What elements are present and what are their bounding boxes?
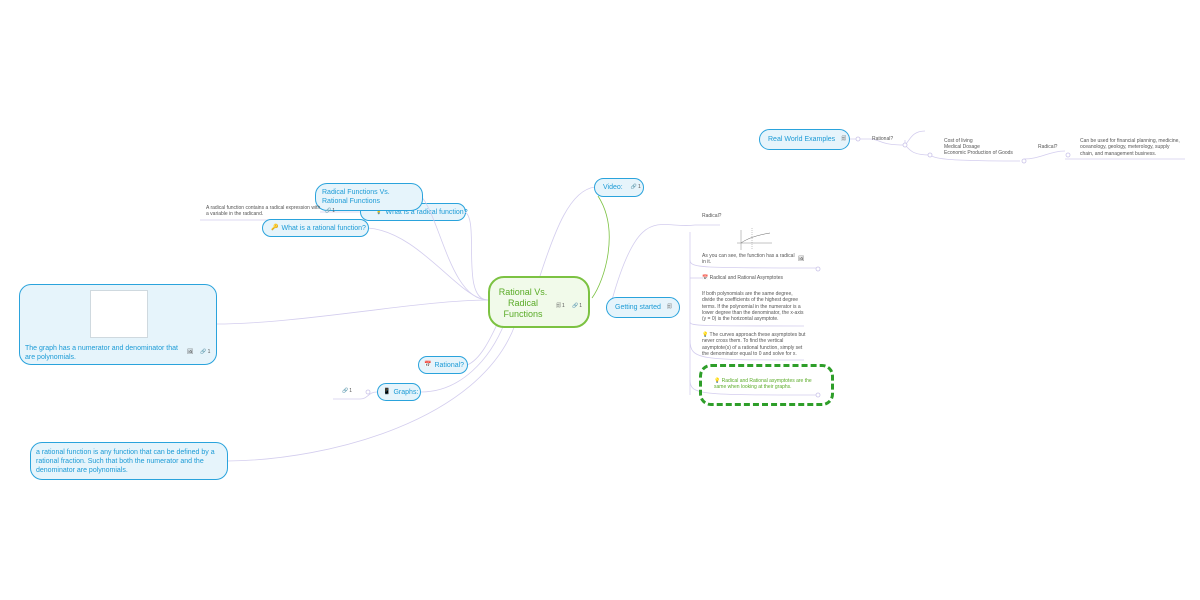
rational-definition-text: a rational function is any function that…: [36, 449, 215, 474]
lightbulb-icon: 💡: [702, 332, 709, 338]
notes-icon: 🗐: [841, 136, 847, 142]
rw-radical-label[interactable]: Radical?: [1038, 144, 1058, 150]
getting-started-label: Getting started: [615, 304, 661, 311]
central-topic[interactable]: Rational Vs. Radical Functions 🗐1 🔗1: [488, 276, 590, 328]
rational-question-label: Rational?: [434, 361, 465, 369]
rw-rational-item-2[interactable]: Medical Dosage: [944, 144, 980, 150]
link-icon: 🔗: [342, 388, 349, 394]
central-topic-title: Rational Vs. Radical Functions: [498, 287, 548, 319]
lightbulb-icon: 💡: [714, 378, 721, 384]
what-is-rational-node[interactable]: 🔑 What is a rational function?: [262, 219, 369, 237]
gs-asymptotes-rule[interactable]: If both polynomials are the same degree,…: [702, 291, 804, 323]
image-icon: 🖼: [798, 256, 805, 262]
link-icon: 🔗: [572, 303, 579, 309]
phone-icon: 📱: [383, 388, 391, 395]
notes-icon: 🗐: [666, 304, 672, 310]
radical-graph-thumbnail: [737, 228, 772, 250]
gs-radical-question[interactable]: Radical?: [702, 213, 722, 219]
link-icon: 🔗: [630, 184, 637, 190]
graph-image-placeholder: [90, 290, 148, 338]
gs-asymptotes-title[interactable]: 📅 Radical and Rational Asymptotes: [702, 275, 783, 281]
calendar-icon: 📅: [702, 275, 709, 281]
video-node[interactable]: Video: 🔗1: [594, 178, 644, 197]
graph-card-node[interactable]: The graph has a numerator and denominato…: [19, 284, 217, 365]
key-icon: 🔑: [271, 224, 279, 231]
gs-summary[interactable]: 💡 Radical and Rational asymptotes are th…: [714, 378, 812, 391]
graph-card-text: The graph has a numerator and denominato…: [25, 345, 178, 361]
link-icon: 🔗: [200, 349, 207, 355]
image-icon: 🖼: [187, 349, 194, 355]
rw-rational-label[interactable]: Rational?: [872, 136, 894, 142]
video-links-badge: 🔗1: [630, 184, 641, 190]
video-label: Video:: [603, 184, 623, 191]
rational-definition-node[interactable]: a rational function is any function that…: [30, 442, 228, 480]
gs-curves-note[interactable]: 💡 The curves approach these asymptotes b…: [702, 332, 806, 357]
real-world-label: Real World Examples: [768, 136, 836, 143]
rw-rational-item-1[interactable]: Cost of living: [944, 138, 973, 144]
what-is-rational-label: What is a rational function?: [281, 224, 366, 232]
graphs-node[interactable]: 📱 Graphs:: [377, 383, 421, 401]
notes-icon: 🗐: [556, 303, 561, 309]
radical-links-badge: 🔗1: [325, 208, 336, 214]
rw-rational-item-3[interactable]: Economic Production of Goods: [944, 150, 1013, 156]
graph-card-badges: 🖼 🔗1: [187, 349, 211, 355]
real-world-examples-node[interactable]: Real World Examples 🗐: [759, 129, 850, 150]
graphs-links-badge: 🔗1: [342, 388, 353, 394]
rational-question-node[interactable]: 📅 Rational?: [418, 356, 468, 374]
gs-radical-note[interactable]: As you can see, the function has a radic…: [702, 253, 795, 266]
rw-radical-description[interactable]: Can be used for financial planning, medi…: [1080, 138, 1180, 157]
getting-started-node[interactable]: Getting started 🗐: [606, 297, 680, 318]
graphs-label: Graphs:: [393, 388, 419, 396]
link-icon: 🔗: [325, 208, 332, 214]
links-badge: 🔗1: [572, 301, 582, 312]
notes-badge: 🗐1: [556, 301, 565, 312]
radical-definition[interactable]: A radical function contains a radical ex…: [206, 205, 321, 218]
radical-vs-rational-label: Radical Functions Vs. Rational Functions: [322, 189, 390, 205]
calendar-icon: 📅: [424, 361, 432, 368]
radical-vs-rational-node[interactable]: Radical Functions Vs. Rational Functions: [315, 183, 423, 211]
summary-dashed-box[interactable]: [699, 364, 834, 406]
